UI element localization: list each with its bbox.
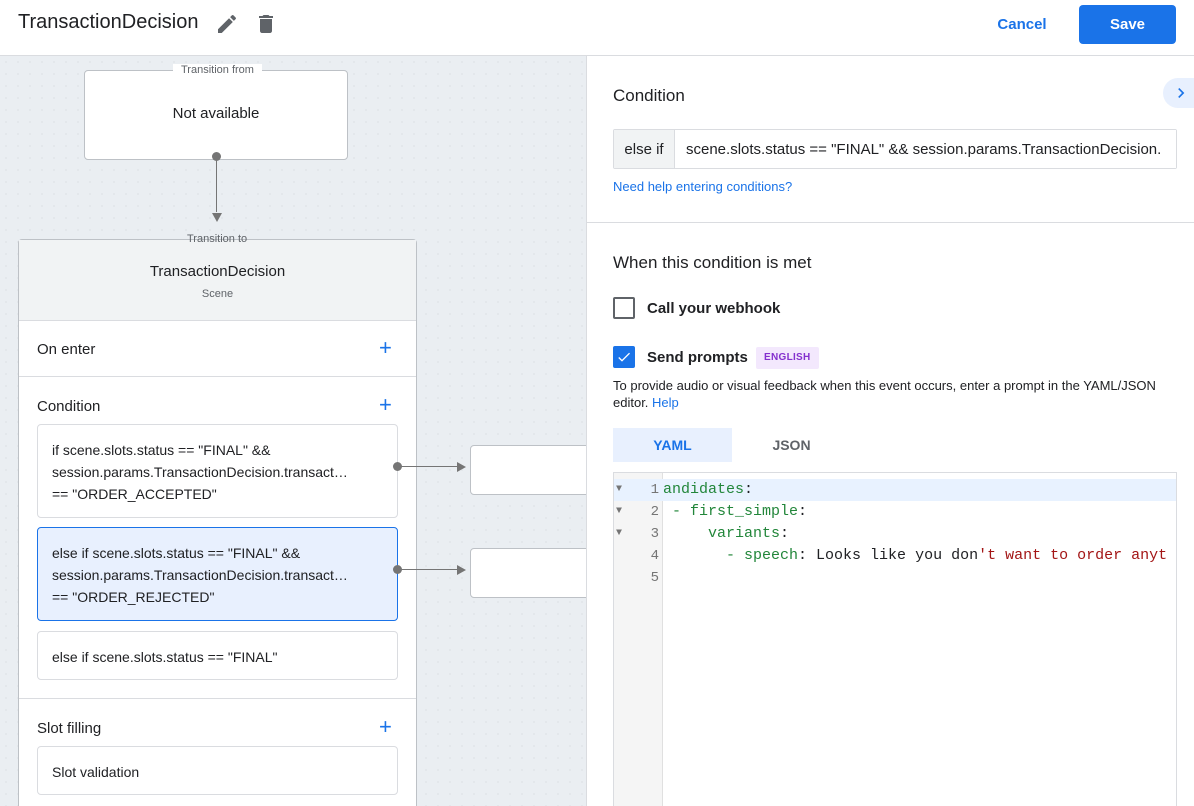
code-text: - first_simple: (663, 503, 808, 520)
language-badge: ENGLISH (756, 347, 819, 369)
slot-validation-label: Slot validation (52, 764, 140, 780)
else-if-prefix: else if (614, 130, 675, 168)
scene-name: TransactionDecision (149, 263, 286, 280)
condition-input[interactable]: scene.slots.status == "FINAL" && session… (675, 130, 1176, 168)
code-line[interactable]: 5 (614, 567, 1176, 589)
arrow-right-icon (457, 462, 466, 472)
yaml-code-editor[interactable]: ▼ 1 andidates: ▼ 2 - first_simple: ▼ 3 v… (613, 472, 1177, 806)
transition-from-value: Not available (172, 105, 260, 122)
transition-to-legend: Transition to (187, 233, 248, 245)
condition-editor-panel: Condition else if scene.slots.status == … (586, 56, 1194, 806)
line-number: 2 (650, 504, 659, 520)
connector-line (216, 160, 217, 212)
add-slot-plus-icon[interactable]: + (379, 714, 392, 739)
slot-validation-card[interactable]: Slot validation (37, 746, 398, 795)
code-line[interactable]: ▼ 1 andidates: (614, 479, 1176, 501)
delete-trash-icon[interactable] (254, 12, 278, 36)
condition-card-1[interactable]: if scene.slots.status == "FINAL" && sess… (37, 424, 398, 518)
code-text: - speech: Looks like you don't want to o… (663, 547, 1168, 564)
connector-line (400, 466, 458, 467)
code-text: variants: (663, 525, 790, 542)
prompt-description-text: To provide audio or visual feedback when… (613, 378, 1156, 410)
collapse-panel-button[interactable] (1163, 78, 1194, 108)
scene-node[interactable]: Transition to TransactionDecision Scene … (18, 233, 417, 806)
help-link[interactable]: Help (652, 395, 679, 410)
condition-card-line: if scene.slots.status == "FINAL" && (52, 442, 271, 458)
prompts-label: Send prompts (647, 349, 748, 366)
check-icon (618, 352, 630, 362)
editor-gutter (614, 473, 663, 806)
transition-target-1[interactable] (470, 445, 586, 495)
add-on-enter-plus-icon[interactable]: + (379, 335, 392, 360)
line-number: 1 (650, 482, 659, 498)
edit-pencil-icon[interactable] (215, 12, 239, 36)
page-title: TransactionDecision (18, 11, 199, 33)
cancel-button[interactable]: Cancel (983, 8, 1061, 40)
connector-dot[interactable] (212, 152, 221, 161)
arrow-right-icon (457, 565, 466, 575)
connector-dot[interactable] (393, 565, 402, 574)
arrow-down-icon (212, 213, 222, 222)
line-number: 4 (650, 548, 659, 564)
prompt-description: To provide audio or visual feedback when… (613, 377, 1178, 411)
tab-yaml[interactable]: YAML (613, 428, 732, 462)
code-line[interactable]: ▼ 3 variants: (614, 523, 1176, 545)
transition-target-2[interactable] (470, 548, 586, 598)
transition-from-legend: Transition from (173, 64, 262, 76)
line-number: 5 (650, 570, 659, 586)
condition-card-2-selected[interactable]: else if scene.slots.status == "FINAL" &&… (37, 527, 398, 621)
condition-field[interactable]: else if scene.slots.status == "FINAL" &&… (613, 129, 1177, 169)
add-condition-plus-icon[interactable]: + (379, 392, 392, 417)
top-bar: TransactionDecision Cancel Save (0, 0, 1194, 56)
flow-canvas[interactable]: Transition from Not available Transition… (0, 56, 586, 806)
condition-card-line: session.params.TransactionDecision.trans… (52, 567, 348, 583)
code-line[interactable]: ▼ 2 - first_simple: (614, 501, 1176, 523)
connector-line (400, 569, 458, 570)
transition-from-node[interactable]: Transition from Not available (84, 64, 348, 160)
condition-section-title: Condition (37, 398, 101, 415)
condition-met-title: When this condition is met (613, 253, 812, 272)
condition-card-line: == "ORDER_ACCEPTED" (52, 486, 217, 502)
condition-card-line: == "ORDER_REJECTED" (52, 589, 215, 605)
format-tabs: YAML JSON (613, 428, 853, 462)
save-button[interactable]: Save (1079, 5, 1176, 44)
condition-card-line: else if scene.slots.status == "FINAL" (52, 649, 278, 665)
condition-panel-title: Condition (613, 86, 685, 105)
scene-type: Scene (201, 288, 234, 300)
condition-card-line: else if scene.slots.status == "FINAL" && (52, 545, 301, 561)
divider (19, 376, 416, 377)
code-text: andidates: (663, 481, 754, 498)
condition-card-line: session.params.TransactionDecision.trans… (52, 464, 348, 480)
webhook-checkbox[interactable] (613, 297, 635, 319)
on-enter-title: On enter (37, 341, 96, 358)
webhook-label: Call your webhook (647, 300, 781, 317)
fold-arrow-icon[interactable]: ▼ (616, 484, 623, 495)
chevron-right-icon (1178, 88, 1185, 98)
divider (587, 222, 1194, 223)
scene-header: Transition to TransactionDecision Scene (19, 233, 416, 321)
connector-dot[interactable] (393, 462, 402, 471)
slot-filling-title: Slot filling (37, 720, 102, 737)
tab-json[interactable]: JSON (772, 437, 811, 453)
help-conditions-link[interactable]: Need help entering conditions? (613, 179, 793, 194)
fold-arrow-icon[interactable]: ▼ (616, 506, 623, 517)
line-number: 3 (650, 526, 659, 542)
condition-card-3[interactable]: else if scene.slots.status == "FINAL" (37, 631, 398, 680)
code-line[interactable]: 4 - speech: Looks like you don't want to… (614, 545, 1176, 567)
prompts-checkbox[interactable] (613, 346, 635, 368)
fold-arrow-icon[interactable]: ▼ (616, 528, 623, 539)
divider (19, 698, 416, 699)
